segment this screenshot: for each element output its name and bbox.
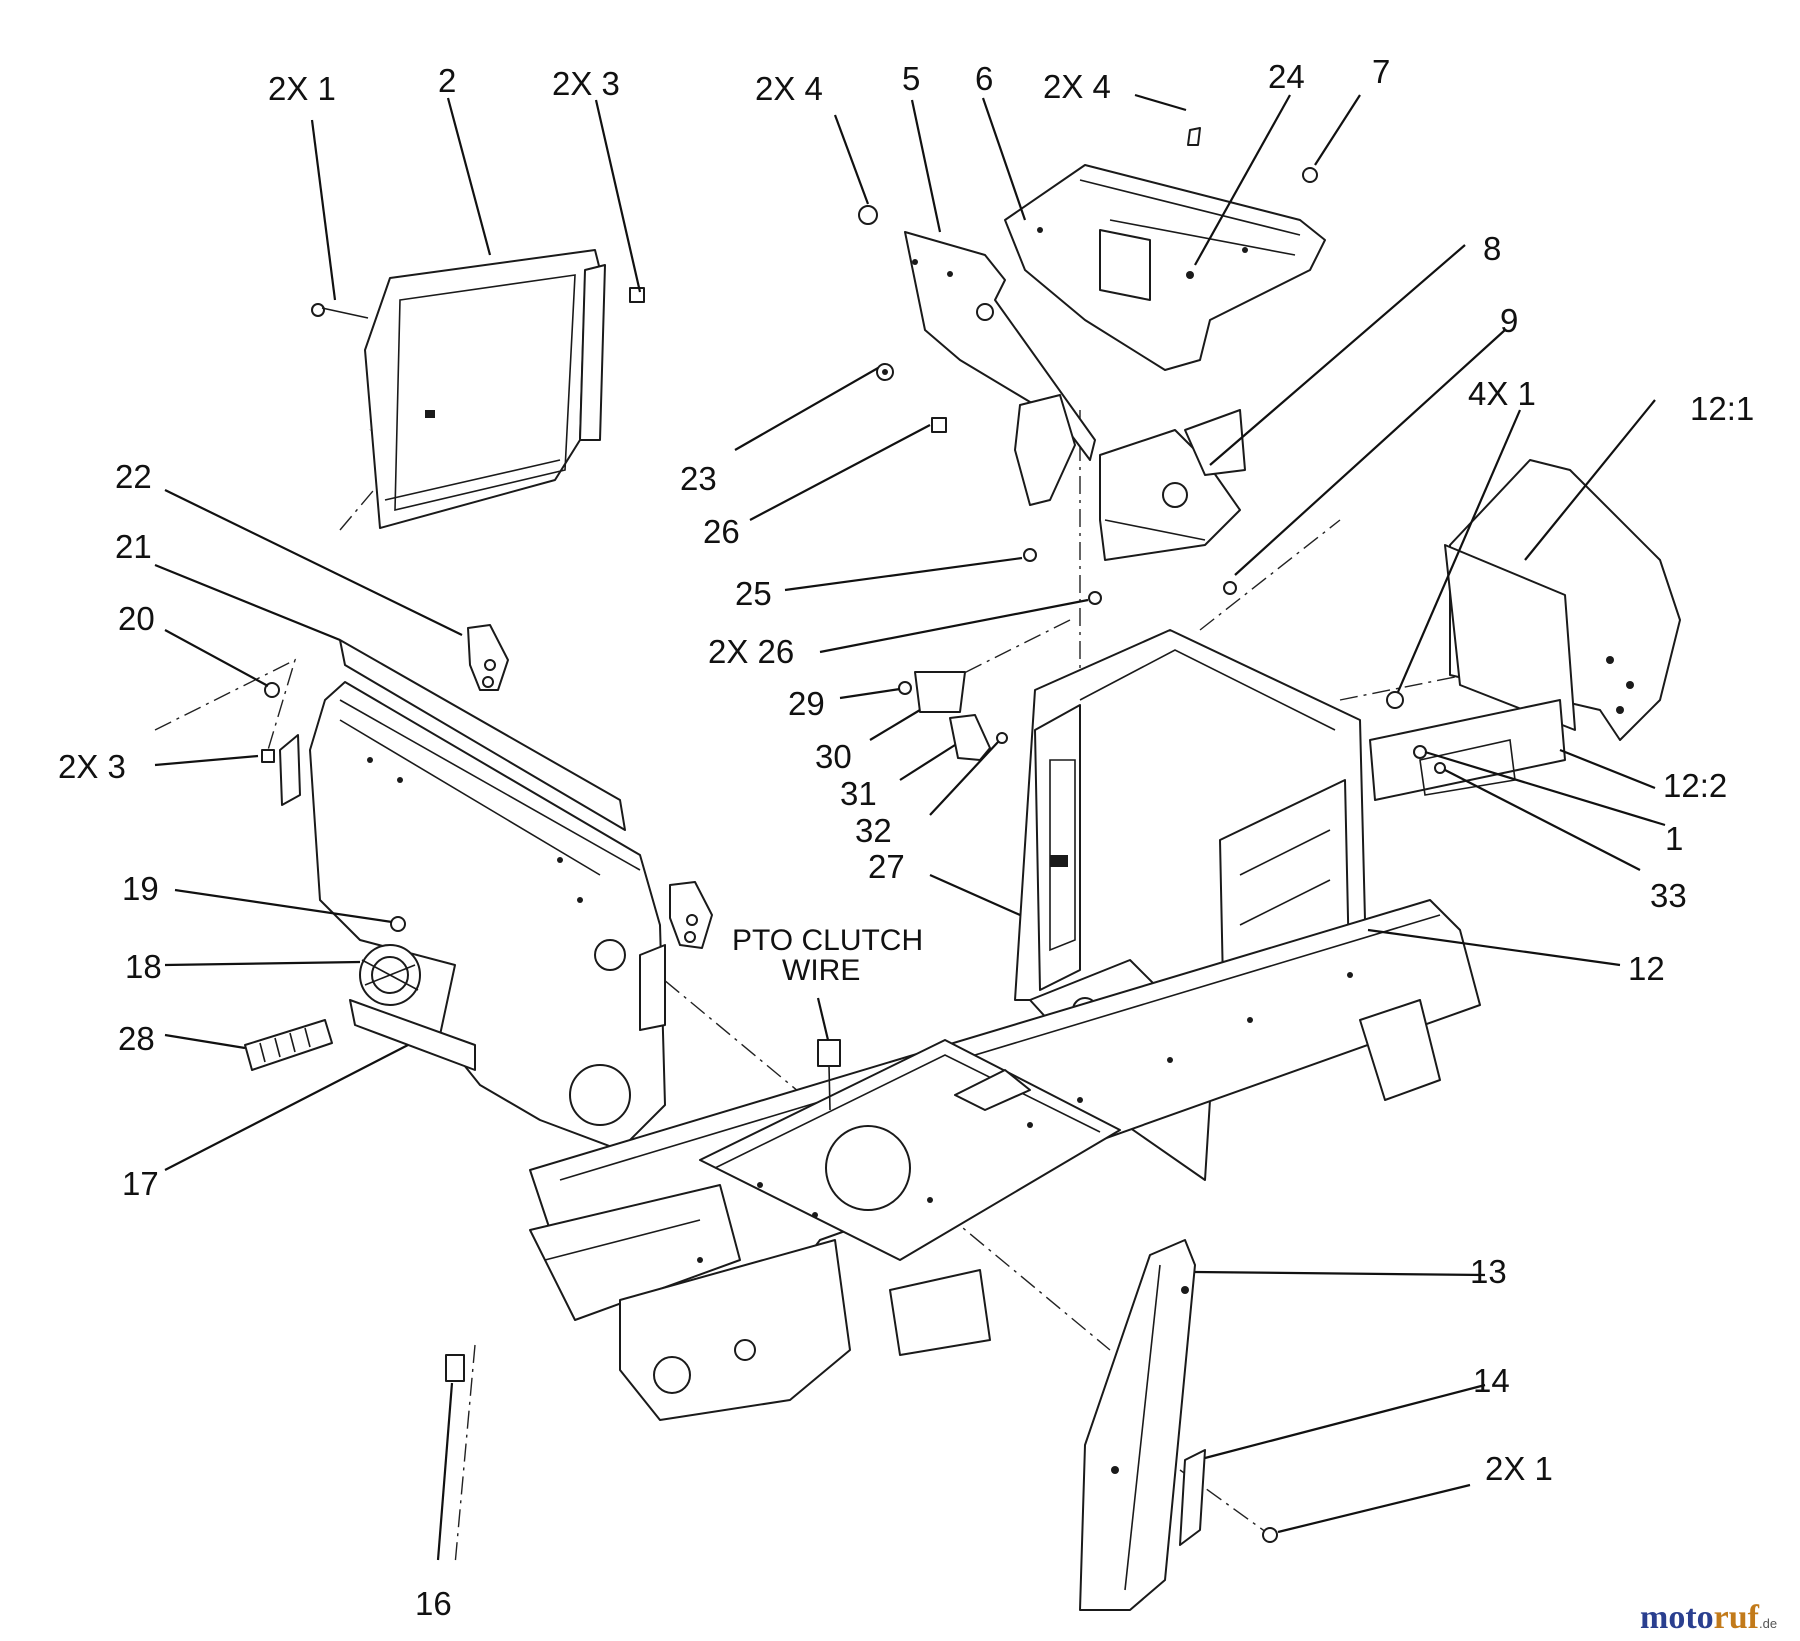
part-8-center-bracket: [1099, 409, 1246, 561]
label-25: 25: [735, 575, 772, 612]
label-32: 32: [855, 812, 892, 849]
label-2x3-top: 2X 3: [552, 65, 620, 102]
pto-clutch-wire-connector: [817, 1039, 841, 1111]
label-2x1-bottom: 2X 1: [1485, 1450, 1553, 1487]
label-1: 1: [1665, 820, 1683, 857]
part-33-washer: [1434, 762, 1446, 774]
label-7: 7: [1372, 53, 1390, 90]
part-9-bolt: [1223, 581, 1237, 595]
label-21: 21: [115, 528, 152, 565]
part-18-spring-coil: [359, 944, 421, 1006]
label-12: 12: [1628, 950, 1665, 987]
part-2-upper-shield: [311, 249, 645, 529]
main-frame: [529, 899, 1481, 1421]
label-23: 23: [680, 460, 717, 497]
label-26: 26: [703, 513, 740, 550]
part-5-plate: [858, 205, 1096, 506]
part-14-trim: [1179, 1449, 1206, 1546]
label-22: 22: [115, 458, 152, 495]
label-27: 27: [868, 848, 905, 885]
label-6: 6: [975, 60, 993, 97]
part-21-left-side-panel: [279, 639, 666, 1151]
part-19-bolt: [390, 916, 406, 932]
label-12-1: 12:1: [1690, 390, 1754, 427]
part-1-bolt: [1413, 745, 1427, 759]
part-28-spring: [244, 1019, 333, 1071]
part-12-1-rear-fender: [1369, 459, 1681, 801]
label-9: 9: [1500, 302, 1518, 339]
part-13-side-panel: [1079, 1239, 1196, 1611]
label-2x1-top: 2X 1: [268, 70, 336, 107]
label-2x4-a: 2X 4: [755, 70, 823, 107]
label-17: 17: [122, 1165, 159, 1202]
part-25-bolt: [1023, 548, 1037, 562]
label-5: 5: [902, 60, 920, 97]
label-20: 20: [118, 600, 155, 637]
label-2x3-left: 2X 3: [58, 748, 126, 785]
label-12-2: 12:2: [1663, 767, 1727, 804]
label-8: 8: [1483, 230, 1501, 267]
label-2x4-b: 2X 4: [1043, 68, 1111, 105]
label-13: 13: [1470, 1253, 1507, 1290]
label-16: 16: [415, 1585, 452, 1622]
label-pto-wire: WIRE: [782, 954, 860, 987]
part-16-connector: [445, 1354, 465, 1382]
label-4x1: 4X 1: [1468, 375, 1536, 412]
label-18: 18: [125, 948, 162, 985]
part-30-small-bracket: [898, 671, 1008, 761]
watermark-suffix: .de: [1759, 1616, 1777, 1631]
label-28: 28: [118, 1020, 155, 1057]
part-20-screw: [264, 682, 280, 698]
label-31: 31: [840, 775, 877, 812]
label-pto-clutch: PTO CLUTCH: [732, 924, 923, 957]
callout-labels: 2X 1 2 2X 3 2X 4 5 6 2X 4 24 7 8 9 4X 1 …: [58, 53, 1754, 1622]
label-24: 24: [1268, 58, 1305, 95]
part-26-nut: [1088, 591, 1102, 605]
label-30: 30: [815, 738, 852, 775]
label-29: 29: [788, 685, 825, 722]
svg-text:motoruf.de: motoruf.de: [1640, 1599, 1777, 1636]
label-2: 2: [438, 62, 456, 99]
part-3-nut-left: [261, 749, 275, 763]
label-14: 14: [1473, 1362, 1510, 1399]
part-1-bolt-bottom: [1262, 1527, 1278, 1543]
part-1-bolt-4x: [1386, 691, 1404, 709]
label-33: 33: [1650, 877, 1687, 914]
motoruf-watermark-logo: motoruf.de: [1640, 1599, 1777, 1636]
watermark-part-a: moto: [1640, 1599, 1714, 1636]
label-2x26: 2X 26: [708, 633, 794, 670]
label-19: 19: [122, 870, 159, 907]
watermark-part-b: ruf: [1714, 1599, 1760, 1636]
leader-lines: [154, 93, 1666, 1561]
part-6-upper-tray: [1004, 127, 1326, 371]
part-22-pivot-brackets: [467, 624, 713, 949]
